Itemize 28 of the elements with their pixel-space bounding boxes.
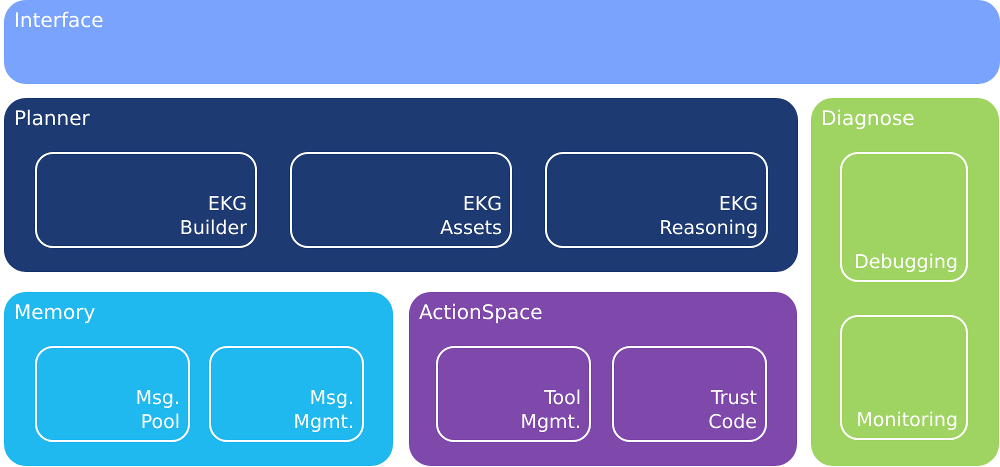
module-box [840, 315, 968, 440]
module-box [290, 152, 512, 248]
module-box [35, 346, 190, 442]
module-label: EKG Builder [180, 192, 247, 240]
module-box [840, 152, 968, 282]
module-label: Trust Code [708, 386, 757, 434]
module-label: Msg. Mgmt. [294, 386, 354, 434]
module-label: Debugging [854, 250, 958, 274]
module-box [612, 346, 767, 442]
panel-title: Interface [14, 8, 104, 33]
module-box [35, 152, 257, 248]
module-label: EKG Reasoning [659, 192, 758, 240]
group-panel [4, 98, 798, 272]
panel-title: Planner [14, 106, 90, 131]
module-box [545, 152, 768, 248]
group-panel [4, 292, 393, 466]
module-box [436, 346, 591, 442]
group-panel [811, 98, 999, 466]
panel-title: ActionSpace [419, 300, 543, 325]
module-label: Tool Mgmt. [520, 386, 581, 434]
group-panel [4, 0, 1000, 84]
group-panel [409, 292, 797, 466]
panel-title: Diagnose [821, 106, 915, 131]
panel-title: Memory [14, 300, 96, 325]
module-label: Msg. Pool [136, 386, 180, 434]
module-box [209, 346, 364, 442]
module-label: EKG Assets [440, 192, 502, 240]
module-label: Monitoring [856, 408, 958, 432]
